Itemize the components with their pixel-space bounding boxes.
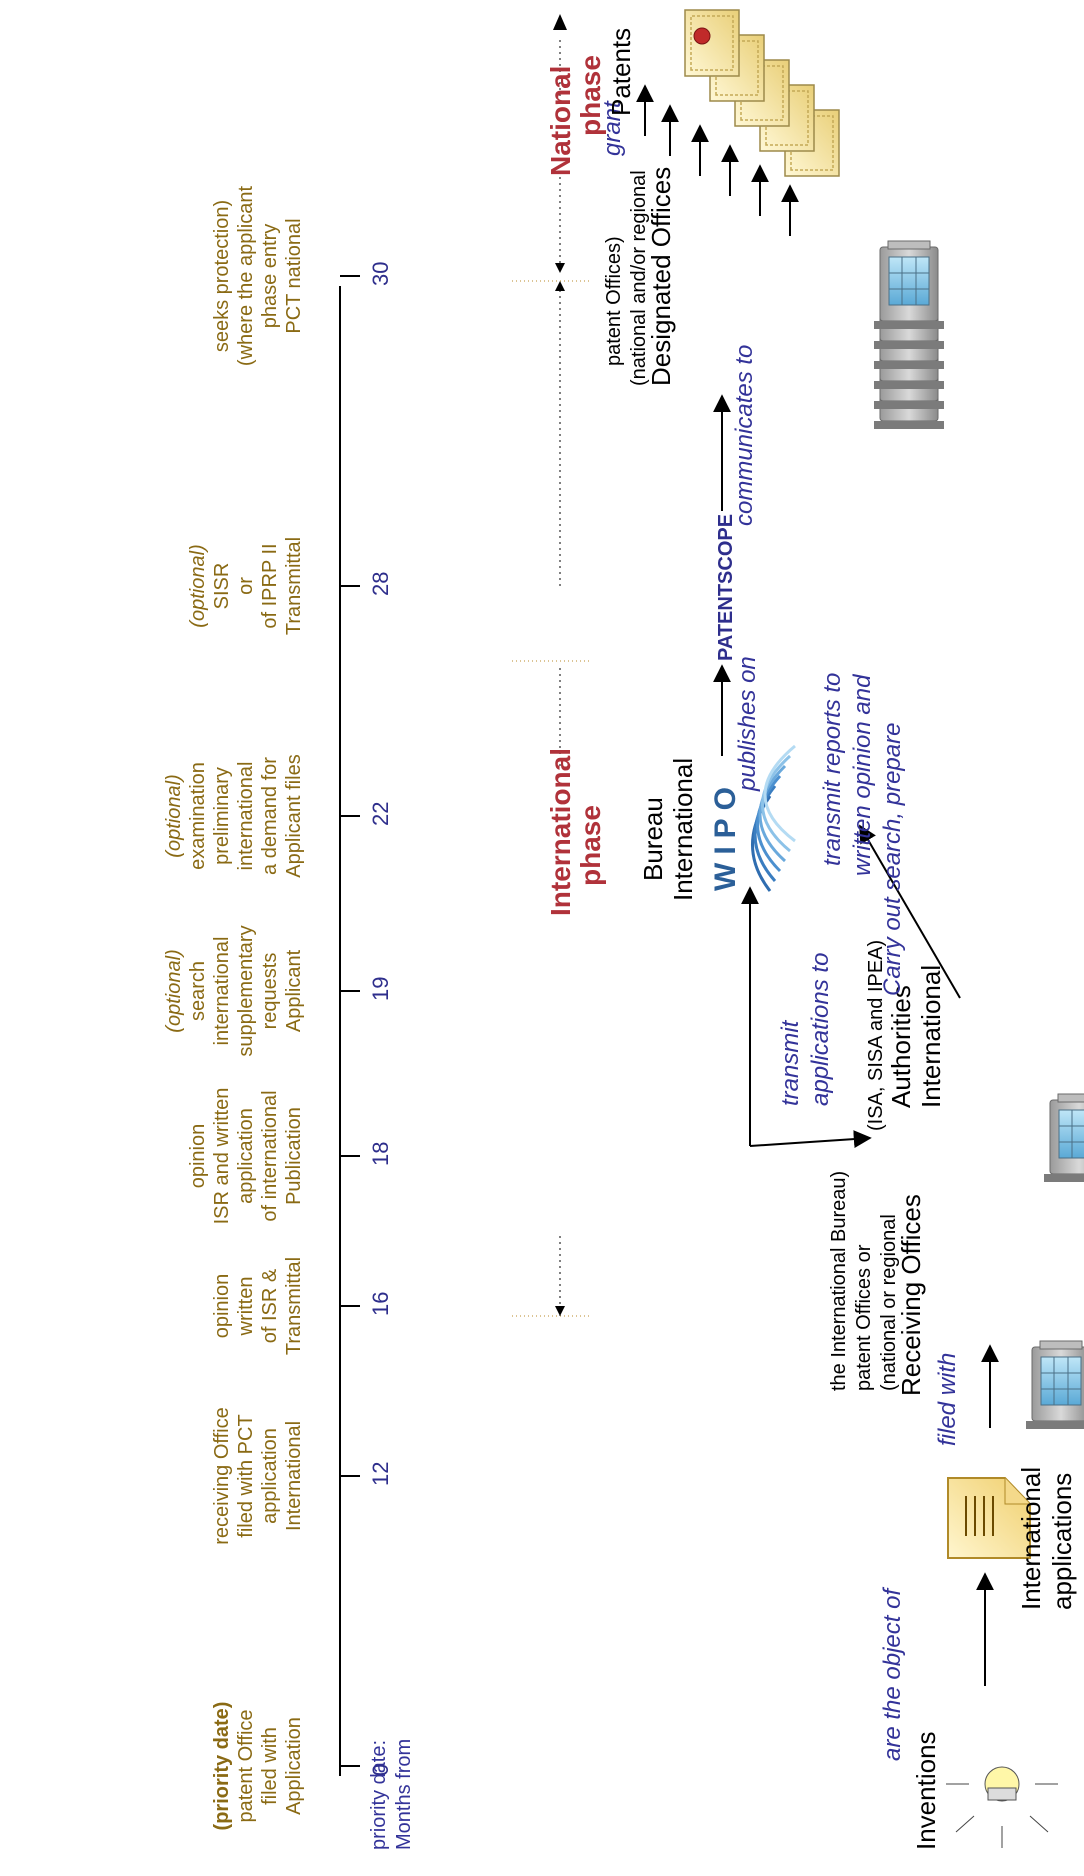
lightbulb-icon [946, 1766, 1058, 1848]
receiving-offices-sub: (national or regional patent Offices or … [828, 1171, 900, 1391]
month-label-22: 22 [368, 802, 393, 826]
filed-with-label: filed with [934, 1353, 961, 1446]
international-bureau-line-1: International [668, 758, 698, 901]
designated-offices-label: Designated Offices [646, 167, 676, 386]
receiving-offices-sub-line-2: patent Offices or [853, 1244, 875, 1391]
milestone-description-19: Applicantrequestssupplementaryinternatio… [163, 925, 305, 1056]
milestone-description-0: Applicationfiled withpatent Office(prior… [211, 1702, 305, 1831]
milestone-description-12: Internationalapplicationfiled with PCTre… [211, 1407, 305, 1544]
international-phase-line-2: phase [575, 805, 606, 886]
carry-out-search-line-1: Carry out search, prepare [879, 723, 906, 996]
international-authorities-line-2: Authorities [886, 985, 916, 1108]
are-the-object-of-label: are the object of [879, 1587, 906, 1761]
carry-out-search-label: Carry out search, prepare written opinio… [819, 668, 906, 996]
month-label-19: 19 [368, 977, 393, 1001]
international-bureau-label: International Bureau [638, 751, 698, 901]
designated-offices-sub-line-1: (national and/or regional [628, 170, 650, 386]
patentscope-label: PATENTSCOPE [715, 514, 737, 661]
receiving-office-building-icon [1025, 1340, 1084, 1430]
milestone-description-30: PCT nationalphase entry(where the applic… [211, 186, 305, 367]
carry-out-search-line-2: written opinion and [849, 674, 876, 876]
national-phase-label: National phase [545, 55, 606, 176]
milestone-description-18: Publicationof internationalapplicationIS… [187, 1088, 305, 1225]
month-label-12: 12 [368, 1462, 393, 1486]
publishes-on-label: publishes on [734, 656, 761, 792]
milestone-description-16: Transmittalof ISR &writtenopinion [211, 1257, 305, 1355]
month-label-30: 30 [368, 262, 393, 286]
international-authorities-label: International Authorities [886, 958, 946, 1108]
carry-out-search-line-3: transmit reports to [819, 673, 846, 866]
grant-label: grant [599, 100, 626, 156]
international-phase-bracket [512, 286, 590, 1317]
milestone-description-22: Applicant filesa demand forinternational… [163, 754, 305, 877]
ro-to-authorities-arrow [749, 1130, 872, 1149]
grant-arrows [636, 84, 799, 236]
milestone-description-28: Transmittalof IPRP IIorSISR(optional) [187, 537, 305, 635]
receiving-offices-label: Receiving Offices [896, 1194, 926, 1396]
patent-certificates-icon [684, 9, 840, 177]
receiving-offices-sub-line-1: (national or regional [878, 1214, 900, 1391]
designated-offices-sub: (national and/or regional patent Offices… [603, 165, 650, 386]
month-label-18: 18 [368, 1142, 393, 1166]
month-label-16: 16 [368, 1292, 393, 1316]
receiving-offices-sub-line-3: the International Bureau) [828, 1171, 850, 1391]
international-applications-line-2: applications [1047, 1473, 1077, 1610]
wipo-logo-text: WIPO [709, 779, 742, 891]
transmit-applications-label: transmit applications to [777, 953, 834, 1106]
designated-offices-building-icons [873, 240, 945, 430]
milestones: 0 Applicationfiled withpatent Office(prio… [163, 186, 393, 1831]
authorities-to-wipo-arrow [859, 824, 961, 999]
international-phase-line-1: International [545, 748, 576, 916]
national-phase-line-1: National [545, 66, 576, 176]
month-label-0: 0 [368, 1764, 393, 1776]
patents-label: Patents [606, 28, 636, 116]
document-icon [947, 1477, 1031, 1559]
designated-offices-sub-line-2: patent Offices) [603, 236, 625, 366]
international-authorities-line-1: International [916, 965, 946, 1108]
transmit-applications-line-2: applications to [807, 953, 834, 1106]
transmit-applications-line-1: transmit [777, 1019, 804, 1106]
international-phase-label: International phase [545, 740, 606, 916]
months-label-line-2: priority date: [368, 1740, 390, 1850]
national-phase-line-2: phase [575, 55, 606, 136]
international-authorities-sub: (ISA, SISA and IPEA) [865, 940, 887, 1131]
inventions-label: Inventions [911, 1731, 941, 1850]
international-applications-line-1: International [1016, 1467, 1046, 1610]
communicates-to-label: communicates to [731, 345, 758, 526]
wipo-logo: WIPO [709, 744, 796, 892]
international-applications-label: International applications [1016, 1460, 1077, 1610]
months-from-priority-label: Months from priority date: [368, 1733, 415, 1850]
international-bureau-line-2: Bureau [638, 797, 668, 881]
month-label-28: 28 [368, 572, 393, 596]
authorities-building-icon [1043, 1093, 1084, 1183]
national-phase-bracket [512, 14, 590, 291]
months-label-line-1: Months from [393, 1739, 415, 1850]
